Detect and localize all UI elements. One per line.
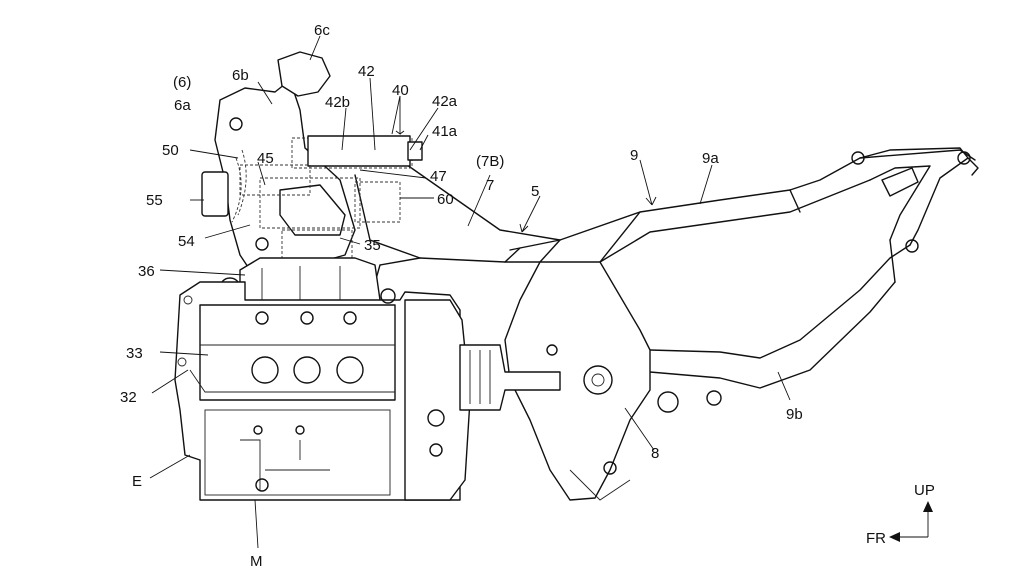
- label-up: UP: [914, 482, 935, 499]
- label-6-parenthesized: (6): [173, 74, 191, 91]
- label-50: 50: [162, 142, 179, 159]
- label-8: 8: [651, 445, 659, 462]
- hidden-components: [231, 135, 423, 263]
- label-42: 42: [358, 63, 375, 80]
- label-45: 45: [257, 150, 274, 167]
- label-54: 54: [178, 233, 195, 250]
- label-42a: 42a: [432, 93, 458, 110]
- label-7B: (7B): [476, 153, 504, 170]
- label-9: 9: [630, 147, 638, 164]
- head-pipe-bracket: [201, 51, 356, 299]
- label-front: FR: [866, 530, 886, 547]
- label-6c: 6c: [314, 22, 330, 39]
- label-5: 5: [531, 183, 539, 200]
- front-arrow-head-icon: [889, 532, 900, 542]
- direction-indicator: UP FR: [866, 482, 935, 547]
- label-6a: 6a: [174, 97, 191, 114]
- label-36: 36: [138, 263, 155, 280]
- leader-lines: [149, 35, 791, 549]
- rear-frame: [509, 147, 979, 389]
- label-9a: 9a: [702, 150, 719, 167]
- label-6b: 6b: [232, 67, 249, 84]
- up-arrow-head-icon: [923, 501, 933, 512]
- engine: [174, 257, 561, 501]
- label-60: 60: [437, 191, 454, 208]
- label-55: 55: [146, 192, 163, 209]
- label-33: 33: [126, 345, 143, 362]
- label-9b: 9b: [786, 406, 803, 423]
- label-E: E: [132, 473, 142, 490]
- label-41a: 41a: [432, 123, 458, 140]
- reference-labels: 6c 42 40 (6) 6b 42b 42a 6a 41a 50 (7B) 9…: [120, 22, 803, 570]
- label-40: 40: [392, 82, 409, 99]
- label-35: 35: [364, 237, 381, 254]
- label-32: 32: [120, 389, 137, 406]
- label-42b: 42b: [325, 94, 350, 111]
- label-7: 7: [486, 177, 494, 194]
- label-47: 47: [430, 168, 447, 185]
- label-M: M: [250, 553, 263, 570]
